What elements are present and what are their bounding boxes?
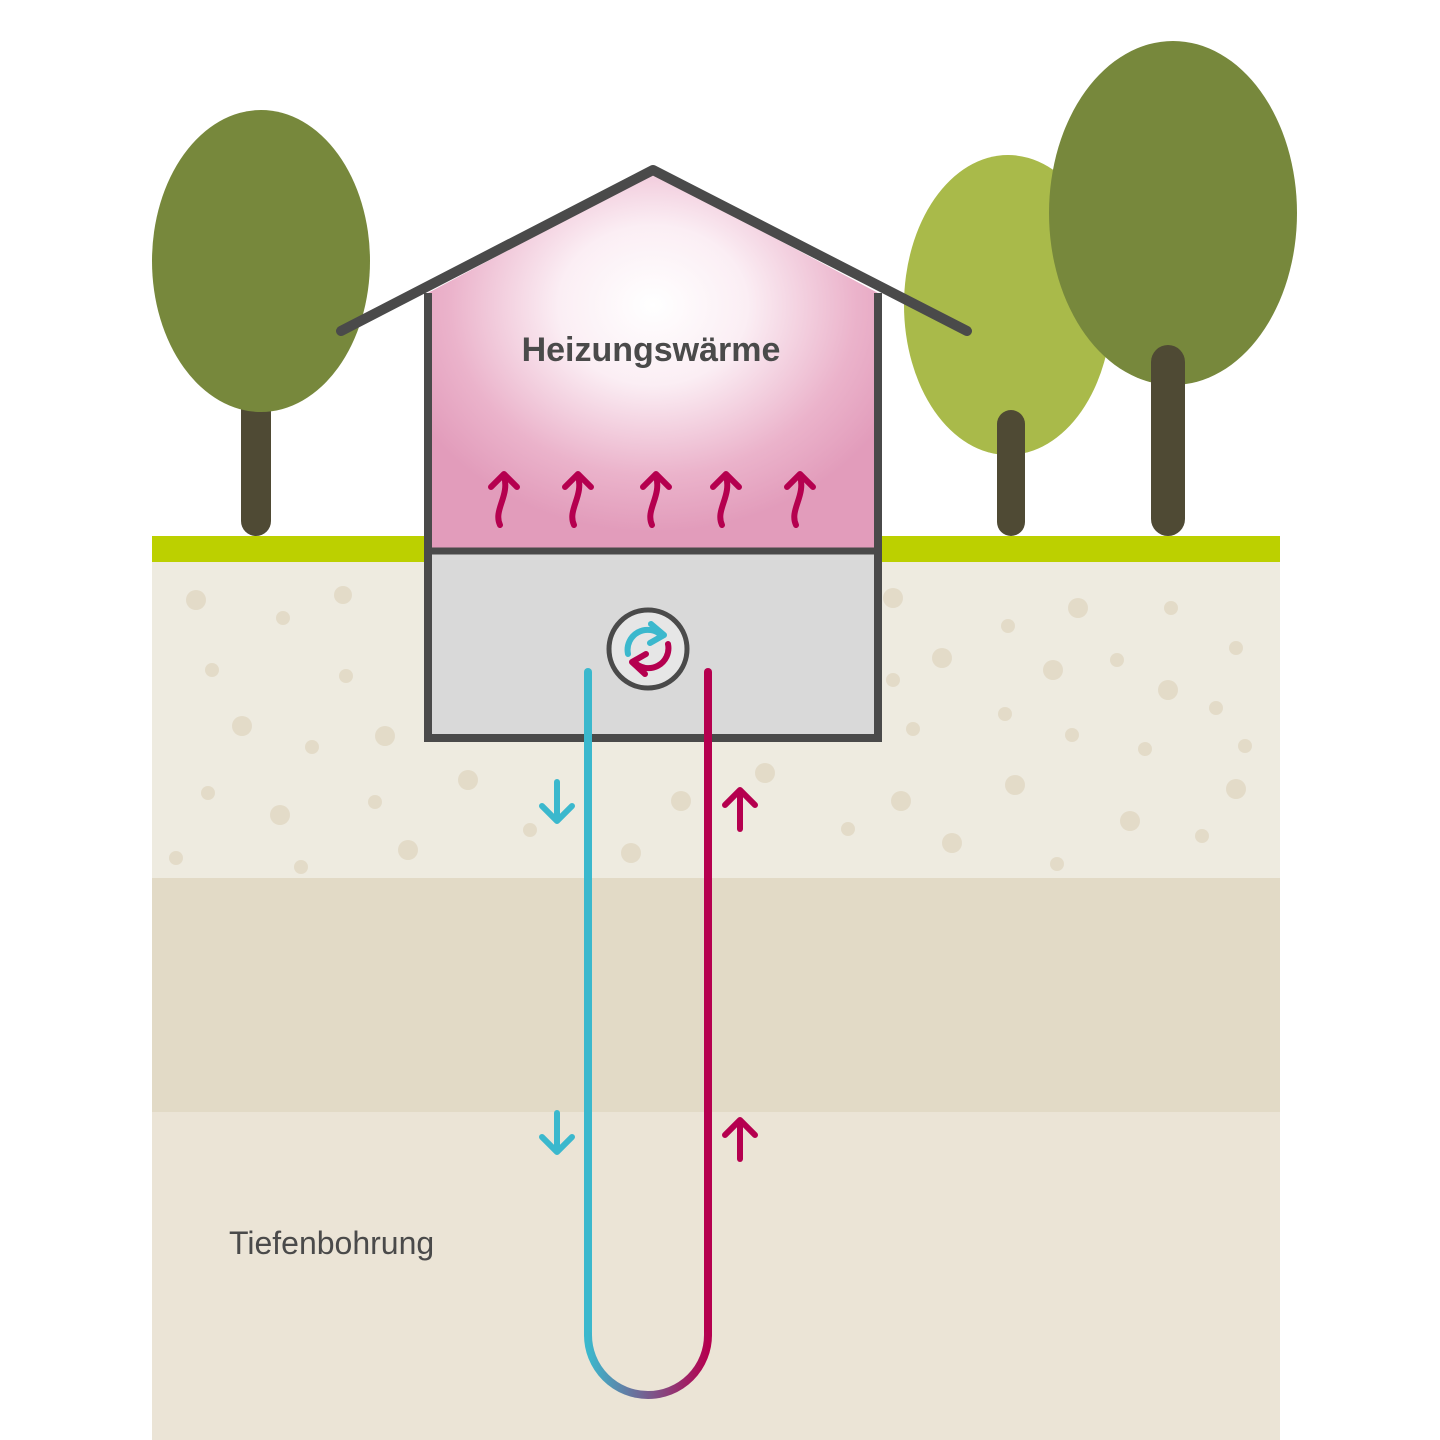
tree-right-dark xyxy=(1049,41,1297,536)
soil-pebbles xyxy=(169,586,1252,874)
up-arrow-icon xyxy=(722,787,758,832)
geothermal-probe xyxy=(584,668,712,1399)
up-arrow-icon xyxy=(722,1117,758,1162)
tree-crown xyxy=(152,110,370,412)
pipe-u-bend xyxy=(584,1331,712,1399)
house-upper-floor xyxy=(428,173,878,551)
grass-right xyxy=(878,536,1280,562)
wavy-up-arrow-icon xyxy=(562,471,594,528)
drilling-label: Tiefenbohrung xyxy=(229,1225,434,1261)
wavy-up-arrow-icon xyxy=(784,471,816,528)
soil-layer-deep xyxy=(152,1112,1280,1440)
wavy-up-arrow-icon xyxy=(640,471,672,528)
heat-pump-cycle-icon xyxy=(606,607,690,691)
tree-trunk xyxy=(1151,345,1185,536)
heating-label: Heizungswärme xyxy=(522,331,781,369)
tree-trunk xyxy=(997,410,1025,536)
wavy-up-arrow-icon xyxy=(710,471,742,528)
tree-left xyxy=(152,110,370,536)
soil-layer-middle xyxy=(152,878,1280,1112)
warm-flow-arrow xyxy=(722,787,758,832)
tree-trunk xyxy=(241,376,271,536)
down-arrow-icon xyxy=(539,779,575,824)
wavy-up-arrow-icon xyxy=(488,471,520,528)
house-walls xyxy=(424,293,882,742)
cold-flow-arrow xyxy=(539,779,575,824)
heat-rising-arrows xyxy=(488,471,816,528)
warm-flow-arrow xyxy=(722,1117,758,1162)
house-roof xyxy=(336,165,972,336)
down-arrow-icon xyxy=(539,1110,575,1155)
tree-crown xyxy=(1049,41,1297,385)
grass-left xyxy=(152,536,428,562)
cold-flow-arrow xyxy=(539,1110,575,1155)
